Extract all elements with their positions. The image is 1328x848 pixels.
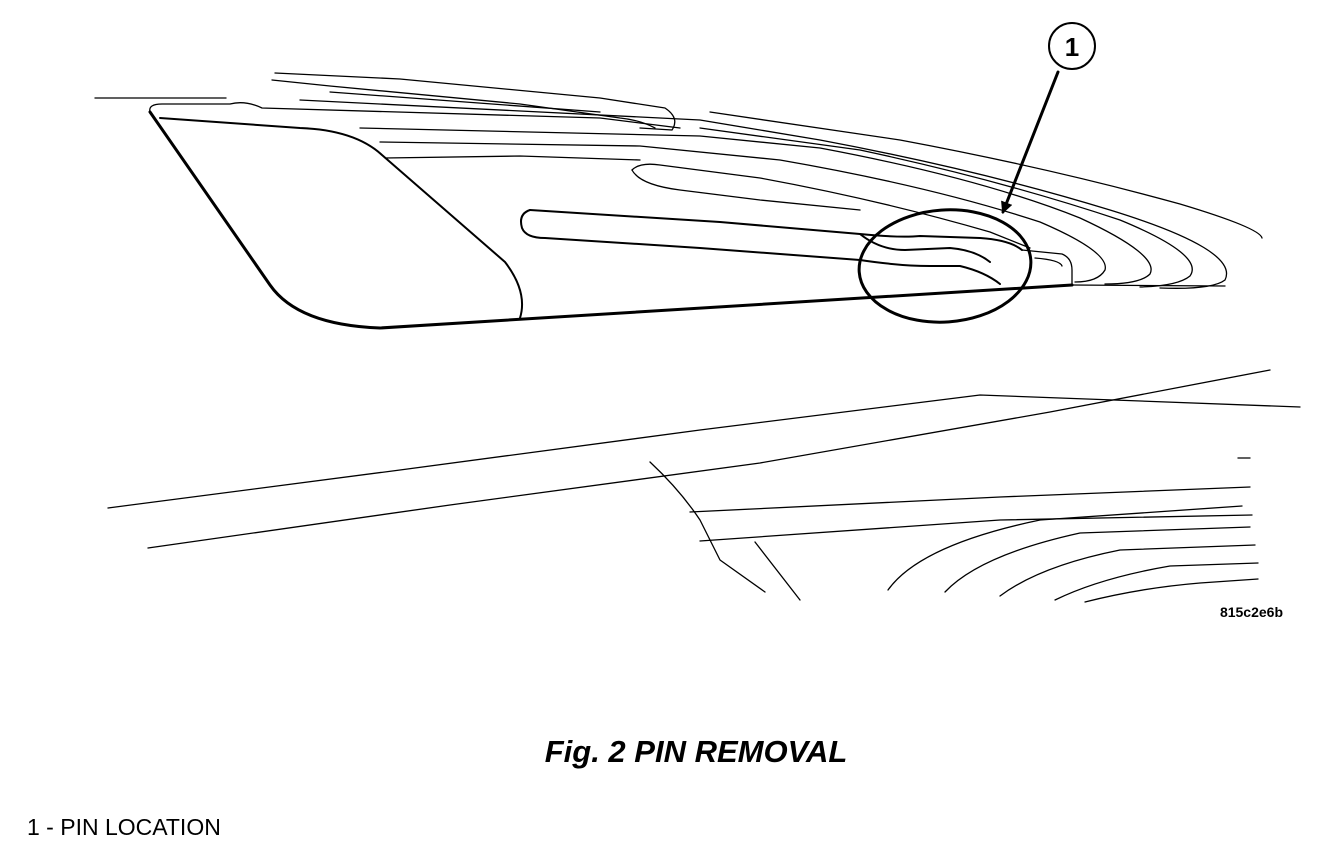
figure-reference-code: 815c2e6b xyxy=(1220,604,1283,620)
wiper-arm xyxy=(520,209,1073,286)
callout-1: 1 xyxy=(1001,22,1096,214)
callout-circle xyxy=(1048,22,1096,70)
vehicle-body-lines xyxy=(107,369,1301,603)
callout-number: 1 xyxy=(1065,32,1079,62)
legend-list: 1 - PIN LOCATION xyxy=(27,814,221,841)
roof-spoiler-lines xyxy=(271,72,1263,289)
legend-item-pin-location: 1 - PIN LOCATION xyxy=(27,814,221,840)
figure-caption: Fig. 2 PIN REMOVAL xyxy=(544,734,848,769)
pin-location-circle xyxy=(857,208,1033,324)
rear-window-outline xyxy=(94,97,1074,330)
callout-leader-arrow xyxy=(1001,70,1060,214)
